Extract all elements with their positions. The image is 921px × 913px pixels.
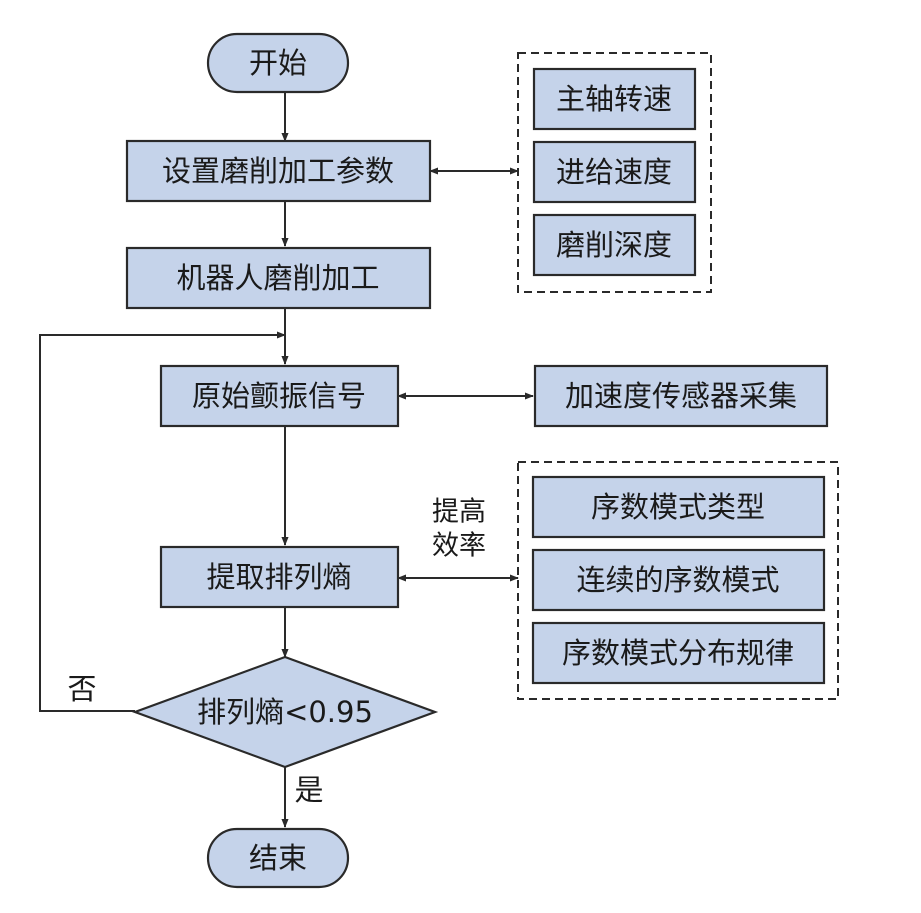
end-label: 结束 [249,841,307,875]
ordinal-distribution-node [531,621,826,685]
grinding-depth-node [532,213,697,277]
grinding-depth-label: 磨削深度 [556,228,672,262]
decision-label: 排列熵<0.95 [197,695,373,729]
continuous-ordinal-label: 连续的序数模式 [576,563,779,597]
edge-label-improve-2: 效率 [432,531,486,562]
edge-label-yes: 是 [294,773,323,807]
raw-signal-label: 原始颤振信号 [192,379,366,413]
feed-speed-label: 进给速度 [556,155,672,189]
edge-label-no: 否 [67,672,96,706]
accel-sensor-label: 加速度传感器采集 [565,379,797,413]
start-label: 开始 [249,46,307,80]
ordinal-types-node [531,475,826,539]
end-node [206,827,350,889]
robot-grinding-node [125,246,432,310]
edge-loop-back-no [39,331,286,712]
continuous-ordinal-node [531,548,826,612]
spindle-speed-node [532,67,697,131]
raw-signal-node [159,364,400,428]
spindle-speed-label: 主轴转速 [556,82,672,116]
accel-sensor-node [533,364,829,428]
robot-grinding-label: 机器人磨削加工 [176,261,379,295]
ordinal-types-label: 序数模式类型 [591,490,765,524]
set-params-label: 设置磨削加工参数 [162,154,394,188]
ordinal-distribution-label: 序数模式分布规律 [562,636,794,670]
extract-pe-label: 提取排列熵 [206,560,351,594]
connectors [39,92,534,828]
feed-speed-node [532,140,697,204]
edge-label-improve-1: 提高 [432,497,486,528]
extract-pe-node [159,545,400,609]
set-params-node [125,139,432,203]
start-node [206,32,350,94]
decision-node [131,655,439,769]
